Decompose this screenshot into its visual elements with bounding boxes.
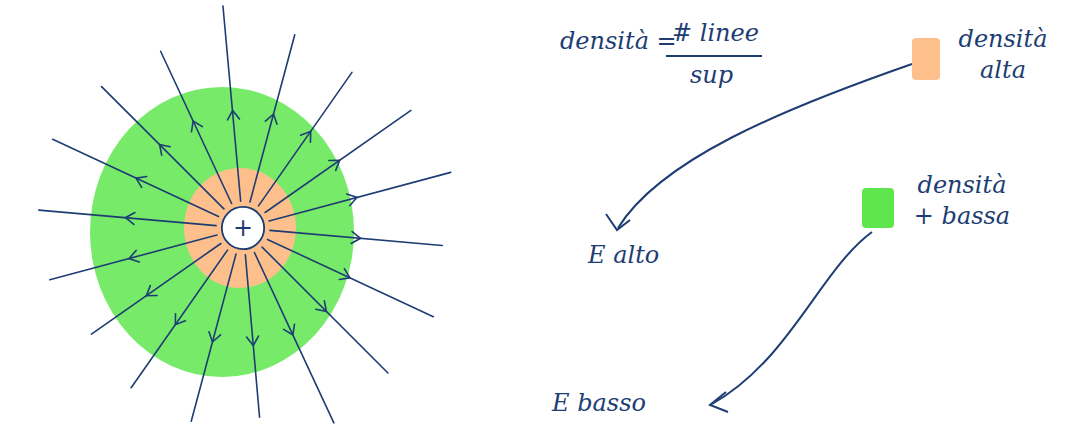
field-line — [223, 6, 241, 201]
legend-text: densità alta — [948, 24, 1058, 86]
field-strength-label: E alto — [588, 240, 659, 270]
leader-arrow — [618, 64, 912, 228]
fraction-bar — [666, 55, 762, 57]
field-arrowhead — [339, 269, 350, 280]
legend-text: densità + bassa — [906, 170, 1018, 232]
charge-circle: + — [220, 205, 266, 251]
field-arrowhead — [347, 194, 357, 206]
leader-arrowhead — [710, 392, 728, 412]
charge-sign: + — [233, 214, 253, 242]
field-line — [250, 35, 295, 202]
legend-swatch — [862, 188, 894, 228]
field-line — [245, 255, 259, 417]
field-arrowhead — [284, 324, 295, 335]
field-line — [91, 243, 220, 334]
field-line — [131, 250, 227, 388]
field-arrowhead — [301, 131, 311, 142]
field-arrowhead — [129, 250, 139, 262]
leader-arrow — [712, 232, 872, 404]
field-arrowhead — [136, 176, 147, 187]
field-line — [50, 235, 217, 280]
field-line — [258, 72, 351, 206]
field-line — [191, 254, 236, 421]
field-arrowhead — [191, 121, 202, 132]
field-line — [161, 51, 232, 203]
field-arrowhead — [160, 145, 171, 156]
leader-arrowhead — [606, 214, 630, 230]
field-arrowhead — [175, 314, 185, 325]
field-arrowhead — [329, 160, 340, 170]
field-arrowhead — [228, 110, 240, 119]
field-arrowhead — [351, 232, 360, 244]
field-arrowhead — [125, 213, 134, 225]
legend-swatch — [912, 38, 940, 80]
field-arrowhead — [316, 301, 327, 312]
field-line — [254, 252, 333, 422]
field-arrowhead — [247, 336, 259, 345]
field-line — [39, 210, 216, 226]
formula-numerator: # linee — [672, 18, 759, 48]
field-line — [270, 230, 442, 245]
field-line — [265, 110, 411, 212]
formula-text: densità = — [560, 26, 677, 56]
field-strength-label: E basso — [552, 388, 646, 418]
formula-denominator: sup — [690, 60, 733, 90]
field-arrowhead — [146, 286, 157, 296]
low-density-region — [90, 87, 354, 377]
field-arrowhead — [209, 332, 221, 342]
field-line — [269, 172, 451, 221]
field-arrowhead — [265, 114, 277, 124]
